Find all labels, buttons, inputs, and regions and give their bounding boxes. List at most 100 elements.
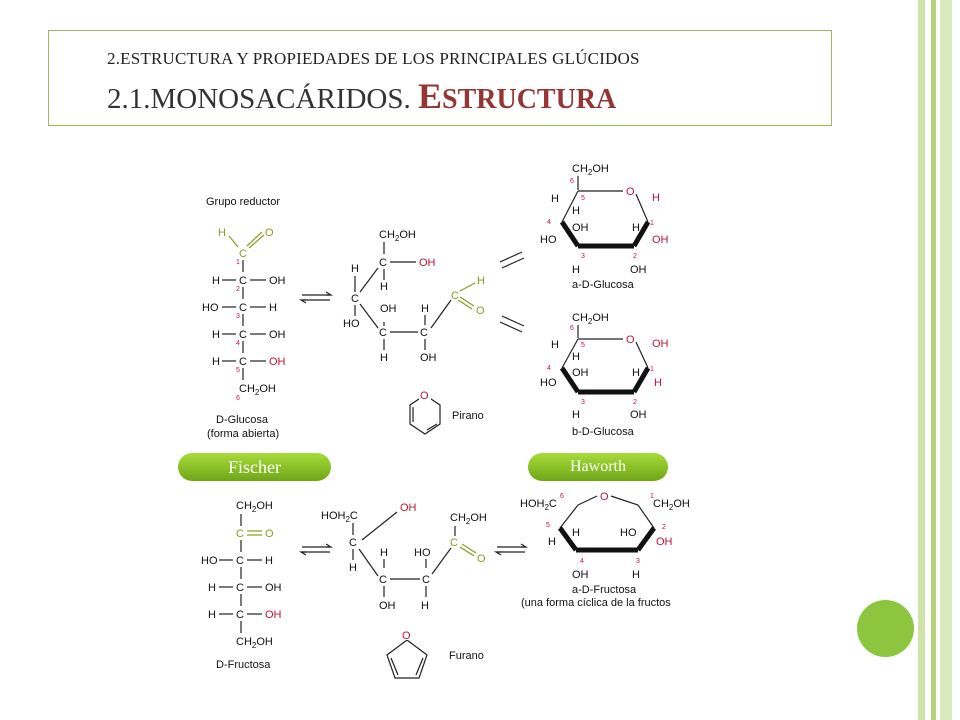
label-beta-glucosa: b-D-Glucosa [572, 426, 635, 438]
svg-text:H: H [572, 527, 580, 539]
svg-text:1: 1 [650, 366, 654, 373]
svg-text:4: 4 [547, 365, 551, 372]
haworth-label: Haworth [570, 458, 626, 475]
alpha-fructose-haworth: HOH2C 6 O 1 CH2OH 5 H H HO 2 OH 4 3 OH H… [520, 491, 690, 609]
svg-text:HO: HO [540, 377, 557, 389]
svg-text:H: H [380, 352, 388, 364]
svg-text:CH2OH: CH2OH [572, 163, 609, 177]
svg-text:4: 4 [580, 558, 584, 565]
svg-text:OH: OH [652, 234, 669, 246]
svg-text:HO: HO [620, 527, 637, 539]
svg-text:H: H [477, 275, 485, 287]
svg-text:C: C [451, 290, 459, 302]
svg-text:H: H [421, 303, 429, 315]
fructose-intermediate: HOH2C OH C H H C OH C HO H C CH2OH O [321, 502, 487, 612]
svg-text:OH: OH [420, 352, 437, 364]
svg-text:CH2OH: CH2OH [239, 383, 276, 397]
svg-text:H: H [349, 562, 357, 574]
svg-text:OH: OH [269, 356, 286, 368]
svg-text:H: H [551, 339, 559, 351]
svg-text:6: 6 [560, 493, 564, 500]
svg-text:H: H [380, 547, 388, 559]
svg-text:4: 4 [236, 340, 240, 347]
svg-text:H: H [572, 409, 580, 421]
svg-text:OH: OH [572, 367, 589, 379]
svg-text:C: C [379, 327, 387, 339]
svg-text:1: 1 [650, 220, 654, 227]
svg-text:O: O [626, 186, 635, 198]
svg-text:C: C [236, 555, 244, 567]
svg-text:OH: OH [400, 502, 417, 514]
svg-text:H: H [380, 281, 388, 293]
svg-text:CH2OH: CH2OH [572, 312, 609, 326]
svg-text:4: 4 [547, 219, 551, 226]
svg-text:HOH2C: HOH2C [520, 498, 557, 512]
svg-text:C: C [239, 248, 247, 260]
glucose-intermediate: CH2OH C OH H H C HO C OH H C H OH C H O [343, 229, 485, 364]
svg-text:H: H [208, 582, 216, 594]
svg-text:OH: OH [265, 582, 282, 594]
svg-text:C: C [379, 574, 387, 586]
svg-text:2: 2 [236, 286, 240, 293]
equilibrium-arrow-3 [493, 543, 529, 556]
label-alpha-glucosa: a-D-Glucosa [572, 279, 635, 291]
svg-text:C: C [422, 574, 430, 586]
svg-text:H: H [212, 329, 220, 341]
label-fructosa-note: (una forma cíclica de la fructos [521, 597, 671, 609]
rail-green-1 [918, 0, 925, 720]
svg-text:3: 3 [581, 399, 585, 406]
svg-text:H: H [208, 609, 216, 621]
title-line-2-emph: ESTRUCTURA [418, 76, 616, 116]
svg-text:C: C [349, 537, 357, 549]
svg-text:OH: OH [379, 600, 396, 612]
svg-text:H: H [632, 569, 640, 581]
svg-text:H: H [632, 222, 640, 234]
label-grupo-reductor: Grupo reductor [206, 196, 280, 208]
svg-text:OH: OH [269, 329, 286, 341]
svg-text:H: H [654, 377, 662, 389]
svg-text:3: 3 [636, 558, 640, 565]
svg-text:C: C [420, 327, 428, 339]
title-box: 2.ESTRUCTURA Y PROPIEDADES DE LOS PRINCI… [48, 30, 832, 126]
rail-green-3 [940, 0, 952, 720]
svg-text:CH2OH: CH2OH [653, 498, 690, 512]
svg-text:H: H [269, 302, 277, 314]
label-forma-abierta: (forma abierta) [207, 428, 279, 440]
svg-text:CH2OH: CH2OH [236, 636, 273, 650]
pirano-ring: O Pirano [409, 390, 484, 435]
svg-text:OH: OH [572, 222, 589, 234]
svg-text:OH: OH [419, 257, 436, 269]
arrows-to-haworth [499, 251, 525, 333]
equilibrium-arrow-1 [298, 291, 334, 304]
svg-text:C: C [351, 293, 359, 305]
svg-text:H: H [421, 600, 429, 612]
svg-text:H: H [218, 227, 226, 239]
beta-glucose-haworth: CH2OH 6 O 5 H H 4 HO OH H OH 1 H 3 2 H O… [540, 312, 669, 438]
svg-text:H: H [212, 356, 220, 368]
svg-text:C: C [379, 257, 387, 269]
svg-text:C: C [239, 329, 247, 341]
svg-text:C: C [239, 275, 247, 287]
svg-text:C: C [236, 528, 244, 540]
title-line-1: 2.ESTRUCTURA Y PROPIEDADES DE LOS PRINCI… [107, 49, 640, 68]
svg-text:OH: OH [652, 338, 669, 350]
svg-text:CH2OH: CH2OH [450, 512, 487, 526]
svg-text:H: H [572, 205, 580, 217]
haworth-pill: Haworth [528, 453, 668, 481]
svg-text:C: C [239, 302, 247, 314]
svg-text:C: C [236, 609, 244, 621]
svg-text:HO: HO [414, 547, 431, 559]
svg-text:O: O [626, 334, 635, 346]
svg-text:H: H [572, 264, 580, 276]
label-dfructosa: D-Fructosa [216, 659, 271, 671]
svg-text:H: H [351, 263, 359, 275]
svg-text:CH2OH: CH2OH [236, 500, 273, 514]
rail-green-2 [931, 0, 936, 720]
svg-text:O: O [476, 305, 485, 317]
decorative-green-circle [857, 600, 914, 657]
svg-text:OH: OH [630, 409, 647, 421]
label-pirano: Pirano [452, 410, 484, 422]
fischer-label: Fischer [228, 456, 281, 477]
svg-text:H: H [632, 367, 640, 379]
